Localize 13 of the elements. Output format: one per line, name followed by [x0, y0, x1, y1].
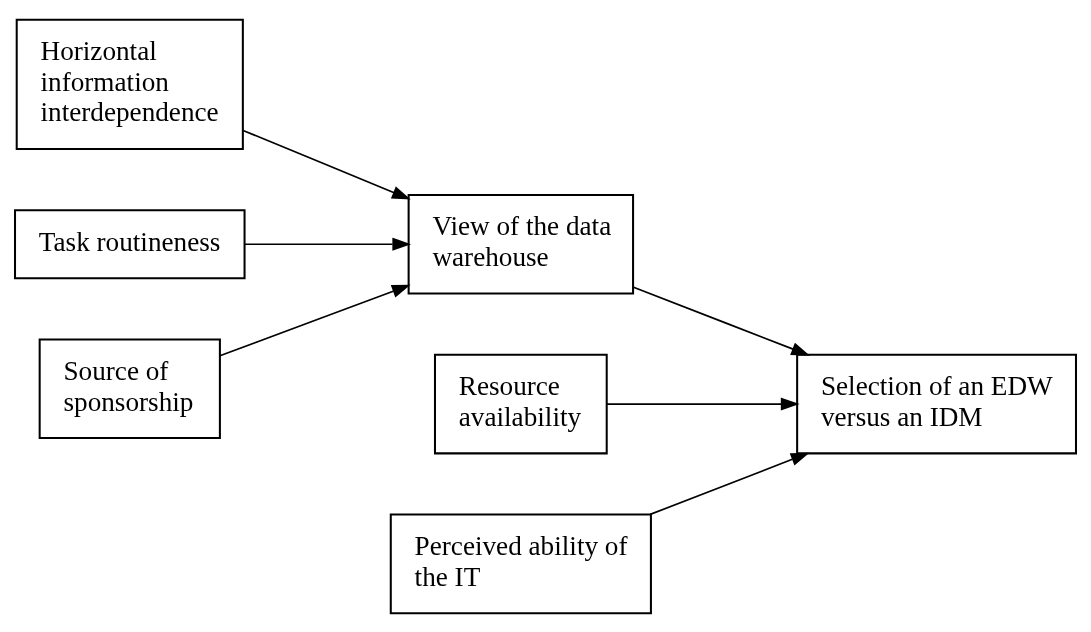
- arrow: [606, 397, 800, 411]
- arrow: [242, 129, 411, 200]
- node-box: Resource availability: [433, 353, 608, 454]
- node-box: Selection of an EDW versus an IDM: [796, 353, 1077, 454]
- arrow: [632, 285, 810, 356]
- arrow: [219, 284, 411, 357]
- node-box: Perceived ability of the IT: [389, 513, 652, 614]
- node-box: Source of sponsorship: [38, 337, 221, 439]
- arrow: [243, 237, 412, 251]
- node-box: Horizontal information interdependence: [15, 18, 244, 150]
- node-box: Task routineness: [14, 208, 246, 279]
- node-box: View of the data warehouse: [407, 193, 635, 295]
- arrow: [649, 452, 810, 515]
